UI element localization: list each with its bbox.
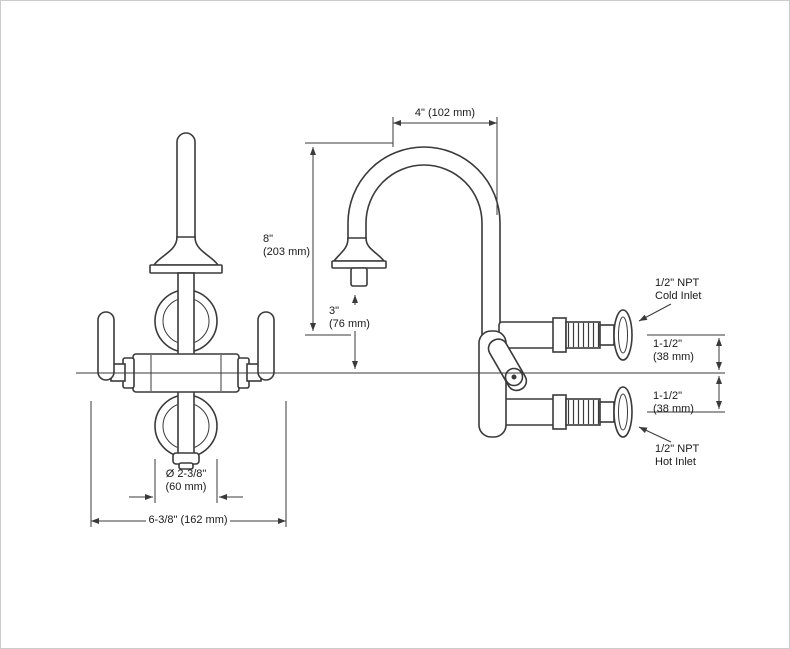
bottom-cap-nub — [178, 462, 194, 470]
dim-spout-height-line2: (203 mm) — [263, 246, 311, 258]
escutcheon-diameter-line1: Ø 2-3/8" — [165, 468, 207, 480]
spout-outlet-lip — [331, 260, 387, 269]
inlet-spacing-upper-line2: (38 mm) — [653, 351, 694, 363]
hot-thread-hatching — [567, 400, 599, 424]
leader-cold-inlet — [638, 303, 672, 322]
hot-inlet-branch — [498, 398, 556, 426]
spout-outlet-tip — [350, 267, 368, 287]
left-lever-handle — [97, 311, 115, 381]
dim-spout-height-label: 8" (203 mm) — [263, 233, 310, 259]
cold-stub — [599, 324, 615, 346]
inlet-spacing-upper-label: 1-1/2" (38 mm) — [653, 338, 694, 364]
escutcheon-diameter-line2: (60 mm) — [165, 481, 207, 493]
hot-inlet-line1: 1/2" NPT — [655, 443, 700, 455]
gooseneck-spout — [347, 146, 501, 340]
valve-neck-upper — [177, 272, 195, 356]
inlet-spacing-lower-label: 1-1/2" (38 mm) — [653, 390, 694, 416]
inlet-spacing-lower-line2: (38 mm) — [653, 403, 694, 415]
hot-wall-flange-inner — [618, 393, 628, 431]
dim-spout-height-line1: 8" — [263, 233, 274, 245]
spout-bell — [152, 236, 220, 266]
dim-outlet-height-line2: (76 mm) — [327, 318, 372, 331]
cold-thread-hatching — [567, 323, 599, 347]
hot-inlet-label: 1/2" NPT Hot Inlet — [655, 443, 699, 469]
leader-hot-inlet — [638, 426, 672, 443]
hot-stub — [599, 401, 615, 423]
valve-neck-lower — [177, 390, 195, 457]
centerlines — [76, 334, 725, 413]
spout-riser — [176, 132, 196, 239]
hot-wall-flange — [613, 386, 633, 438]
overall-width-label: 6-3/8" (162 mm) — [113, 514, 263, 527]
cold-inlet-label: 1/2" NPT Cold Inlet — [655, 277, 701, 303]
dim-spout-reach-label: 4" (102 mm) — [414, 107, 476, 119]
inlet-spacing-upper-line1: 1-1/2" — [653, 338, 682, 350]
body-screw-center — [511, 374, 517, 380]
faucet-side-view — [331, 146, 633, 438]
faucet-front-view — [97, 132, 275, 470]
dim-outlet-height-label: 3" (76 mm) — [327, 305, 372, 331]
cold-inlet-line2: Cold Inlet — [655, 290, 702, 302]
inlet-spacing-lower-line1: 1-1/2" — [653, 390, 682, 402]
overall-width-text: 6-3/8" (162 mm) — [146, 514, 230, 526]
right-lever-handle — [257, 311, 275, 381]
cold-inlet-line1: 1/2" NPT — [655, 277, 700, 289]
cold-wall-flange — [613, 309, 633, 361]
spout-outlet-bell — [332, 237, 386, 262]
hot-inlet-line2: Hot Inlet — [655, 456, 696, 468]
escutcheon-diameter-label: Ø 2-3/8" (60 mm) — [141, 468, 231, 494]
cold-nut — [552, 317, 567, 353]
cold-wall-flange-inner — [618, 316, 628, 354]
spout-bell-lip — [149, 264, 223, 274]
dim-outlet-height-line1: 3" — [327, 305, 372, 318]
hot-nut — [552, 394, 567, 430]
